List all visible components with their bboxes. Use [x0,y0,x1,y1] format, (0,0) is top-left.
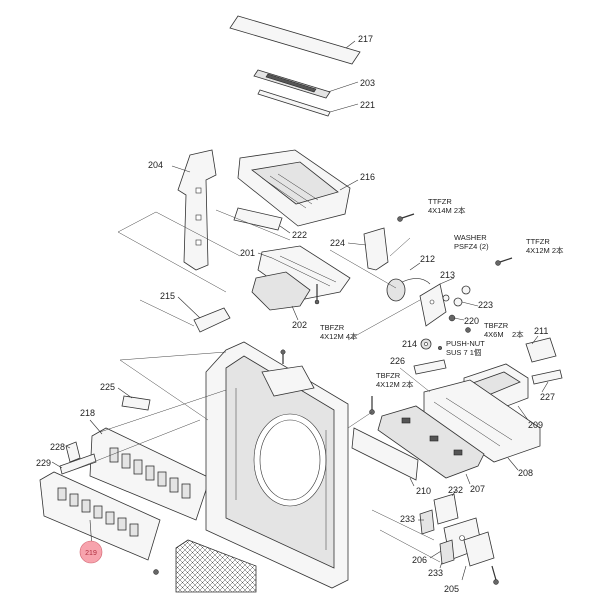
note-pushnut-2: SUS 7 1個 [446,347,481,357]
part-205-clamp[interactable] [461,531,499,585]
callout-212: 212 [420,254,435,264]
cabinet-top-screw[interactable] [280,349,286,364]
note-washer-2: PSFZ4 (2) [454,242,489,251]
callout-202: 202 [292,320,307,330]
callout-209: 209 [528,420,543,430]
callout-232: 232 [448,485,463,495]
note-tbfzr-mid-2: 4X12M 4本 [320,331,358,341]
callout-203: 203 [360,78,375,88]
part-212-motor[interactable] [386,262,431,302]
note-washer-1: WASHER [454,233,487,242]
callout-207: 207 [470,484,485,494]
part-225-label[interactable] [117,387,151,411]
callout-labels: 217 203 221 204 216 222 224 201 212 213 … [36,34,555,594]
callout-222: 222 [292,230,307,240]
note-ttfzr-top-2: 4X14M 2本 [428,205,466,215]
note-pushnut-1: PUSH-NUT [446,339,485,348]
note-tbfzr-low-1: TBFZR [376,371,401,380]
part-226-plate[interactable] [413,359,447,375]
part-228-tab[interactable] [65,441,81,463]
part-232-cover[interactable] [433,489,459,525]
callout-226: 226 [390,356,405,366]
assembly-guides [67,209,441,563]
note-tbfzr-6m-1: TBFZR [484,321,509,330]
part-211-clip[interactable] [525,335,557,363]
tbfzr-6m-screw[interactable] [465,327,471,333]
callout-211: 211 [534,326,548,336]
note-ttfzr-top-1: TTFZR [428,197,452,206]
callout-205: 205 [444,584,459,594]
ttfzr-top-screw[interactable] [397,213,415,222]
callout-233-upper: 233 [400,514,415,524]
part-227-plate[interactable] [531,369,563,393]
part-207-main-pcb[interactable] [377,405,485,485]
callout-208: 208 [518,468,533,478]
callout-221: 221 [360,100,375,110]
callout-220: 220 [464,316,479,326]
part-221-strip[interactable] [257,89,359,117]
part-229-tab[interactable] [51,453,97,475]
callout-206: 206 [412,555,427,565]
hardware-notes: TTFZR 4X14M 2本 WASHER PSFZ4 (2) TTFZR 4X… [320,197,564,389]
callout-216: 216 [360,172,375,182]
callout-223: 223 [478,300,493,310]
callout-228: 228 [50,442,65,452]
note-ttfzr-right-2: 4X12M 2本 [526,245,564,255]
callout-227: 227 [540,392,555,402]
part-217-top-panel[interactable] [229,15,361,65]
callout-201: 201 [240,248,255,258]
left-screw[interactable] [153,569,159,575]
part-210-cover-plate[interactable] [351,427,419,487]
part-233-gasket-upper[interactable] [418,509,435,535]
part-233-gasket-lower[interactable] [439,539,455,569]
part-223-washers[interactable] [442,285,479,307]
callout-217: 217 [358,34,373,44]
part-215-small-cover[interactable] [177,296,231,333]
callout-218: 218 [80,408,95,418]
part-main-cabinet[interactable] [205,341,349,589]
callout-214: 214 [402,339,417,349]
tbfzr-mid-screws[interactable] [314,284,320,305]
note-tbfzr-low-2: 4X12M 2本 [376,379,414,389]
part-219-outer-grille[interactable] [39,471,161,561]
part-214-gear[interactable] [420,338,443,351]
callout-224: 224 [330,238,345,248]
part-218-inner-grille[interactable] [89,419,211,521]
part-224-bracket[interactable] [347,227,389,271]
part-213-motor-bracket[interactable] [419,277,455,327]
part-203-switch-plate[interactable] [253,69,359,99]
highlight-marker-219[interactable]: 219 [79,540,103,564]
callout-225: 225 [100,382,115,392]
callout-229: 229 [36,458,51,468]
part-rear-mesh-filter[interactable] [175,539,257,593]
part-204-side-bracket[interactable] [171,149,217,271]
tbfzr-low-screw[interactable] [369,396,375,415]
highlight-label: 219 [85,550,97,557]
callout-213: 213 [440,270,455,280]
part-202-pcb-cover[interactable] [251,271,311,321]
callout-215: 215 [160,291,175,301]
part-216-control-housing[interactable] [237,149,359,227]
note-tbfzr-mid-1: TBFZR [320,323,345,332]
part-220-screw[interactable] [448,314,465,322]
callout-204: 204 [148,160,163,170]
part-201-control-pcb[interactable] [257,245,351,301]
part-222-window[interactable] [233,207,291,234]
ttfzr-right-screw[interactable] [495,257,513,266]
note-ttfzr-right-1: TTFZR [526,237,550,246]
callout-210: 210 [416,486,431,496]
note-tbfzr-6m-2: 4X6M [484,330,504,339]
note-tbfzr-6m-3: 2本 [512,329,524,339]
callout-233-lower: 233 [428,568,443,578]
